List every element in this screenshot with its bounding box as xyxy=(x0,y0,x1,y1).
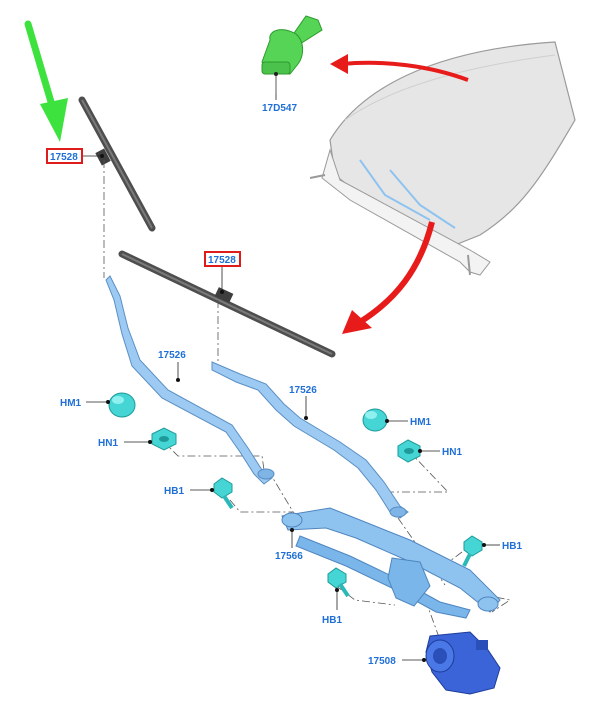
bolt-left-part xyxy=(213,477,234,510)
label-bolt-left: HB1 xyxy=(164,486,184,497)
label-blade-left: 17528 xyxy=(50,152,78,163)
left-wiper-blade xyxy=(78,96,156,232)
label-nut-right: HN1 xyxy=(442,447,462,458)
leader-lines xyxy=(82,94,500,661)
cap-left-part xyxy=(108,392,136,418)
wiper-motor xyxy=(425,631,501,695)
red-arrow-to-wiper-assembly xyxy=(342,221,435,334)
nut-left-part xyxy=(151,427,177,451)
bolt-right-part xyxy=(462,535,483,567)
label-cap-right: HM1 xyxy=(410,417,432,428)
wiper-linkage-assembly xyxy=(281,507,501,619)
label-bolt-bottom: HB1 xyxy=(322,615,342,626)
red-arrow-to-reservoir xyxy=(330,54,469,82)
highlight-box-left-blade xyxy=(46,148,83,164)
label-arm-right: 17526 xyxy=(289,385,317,396)
label-cap-left: HM1 xyxy=(60,398,82,409)
washer-reservoir-part xyxy=(261,15,323,94)
vehicle-front-illustration xyxy=(309,41,576,276)
right-wiper-arm xyxy=(211,361,409,519)
leader-dots xyxy=(100,154,486,662)
nut-right-part xyxy=(397,439,421,463)
label-linkage: 17566 xyxy=(275,551,303,562)
cap-right-part xyxy=(362,408,388,432)
label-bolt-right: HB1 xyxy=(502,541,522,552)
right-wiper-blade xyxy=(118,250,336,358)
bolt-bottom-part xyxy=(327,567,350,598)
left-wiper-arm xyxy=(105,275,275,485)
highlight-box-right-blade xyxy=(204,251,241,267)
label-blade-right: 17528 xyxy=(208,255,236,266)
label-motor: 17508 xyxy=(368,656,396,667)
label-nut-left: HN1 xyxy=(98,438,118,449)
label-arm-left: 17526 xyxy=(158,350,186,361)
label-washer-reservoir: 17D547 xyxy=(262,103,297,114)
green-pointer-arrow xyxy=(24,20,68,142)
